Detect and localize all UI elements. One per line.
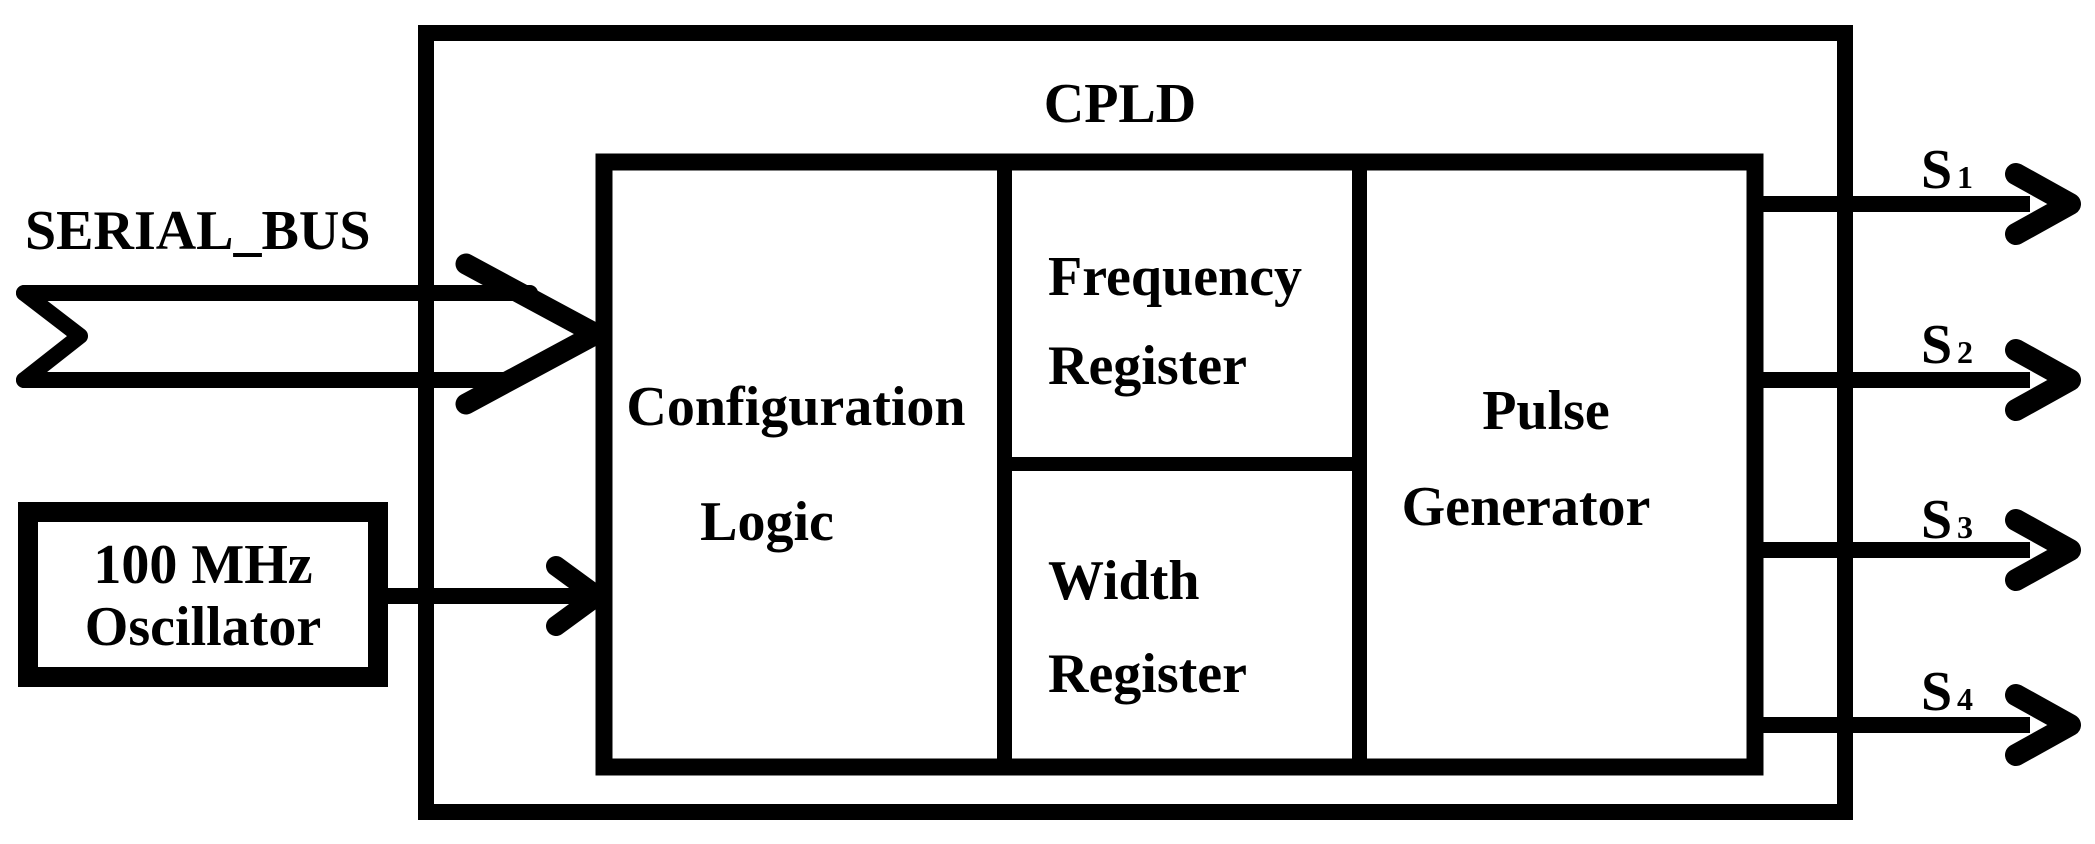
output-s3-label: S bbox=[1921, 489, 1952, 551]
width-register-label-line1: Width bbox=[1048, 550, 1199, 612]
pulse-generator-label-line2: Generator bbox=[1402, 476, 1651, 538]
output-s2-subscript: 2 bbox=[1957, 334, 1973, 370]
configuration-logic-block: Configuration Logic bbox=[626, 376, 965, 553]
output-arrow-s4: S 4 bbox=[1750, 661, 2081, 766]
output-arrow-s3: S 3 bbox=[1750, 489, 2081, 591]
oscillator-arrow bbox=[378, 556, 607, 636]
width-register-block: Width Register bbox=[1048, 550, 1247, 705]
configuration-logic-label-line1: Configuration bbox=[626, 376, 965, 438]
serial-bus-arrowhead-icon bbox=[455, 253, 607, 415]
cpld-label: CPLD bbox=[1044, 73, 1196, 135]
frequency-register-block: Frequency Register bbox=[1048, 246, 1302, 397]
output-arrow-s1: S 1 bbox=[1750, 139, 2081, 245]
output-s4-arrowhead-icon bbox=[2005, 684, 2081, 766]
output-arrow-s2: S 2 bbox=[1750, 314, 2081, 421]
output-s1-label: S bbox=[1921, 139, 1952, 201]
cpld-outer-box bbox=[418, 25, 1853, 820]
output-s1-arrowhead-icon bbox=[2005, 163, 2081, 245]
output-s2-arrowhead-icon bbox=[2005, 339, 2081, 421]
serial-bus-arrow bbox=[16, 253, 607, 415]
frequency-register-label-line2: Register bbox=[1048, 335, 1247, 397]
serial-bus-tail-notch bbox=[16, 285, 88, 388]
pulse-generator-label-line1: Pulse bbox=[1482, 380, 1610, 442]
width-register-label-line2: Register bbox=[1048, 643, 1247, 705]
oscillator-block: 100 MHz Oscillator bbox=[85, 534, 321, 658]
oscillator-label-line2: Oscillator bbox=[85, 596, 321, 658]
output-s4-subscript: 4 bbox=[1957, 681, 1973, 717]
oscillator-label-line1: 100 MHz bbox=[93, 534, 312, 596]
output-s2-label: S bbox=[1921, 314, 1952, 376]
output-s1-subscript: 1 bbox=[1957, 159, 1973, 195]
configuration-logic-label-line2: Logic bbox=[700, 491, 834, 553]
frequency-register-label-line1: Frequency bbox=[1048, 246, 1302, 308]
oscillator-arrowhead-icon bbox=[546, 556, 607, 636]
pulse-generator-block: Pulse Generator bbox=[1402, 380, 1651, 538]
output-s3-arrowhead-icon bbox=[2005, 509, 2081, 591]
serial-bus-label: SERIAL_BUS bbox=[25, 200, 370, 262]
output-s3-subscript: 3 bbox=[1957, 509, 1973, 545]
output-s4-label: S bbox=[1921, 661, 1952, 723]
module-group-box bbox=[595, 153, 1764, 776]
